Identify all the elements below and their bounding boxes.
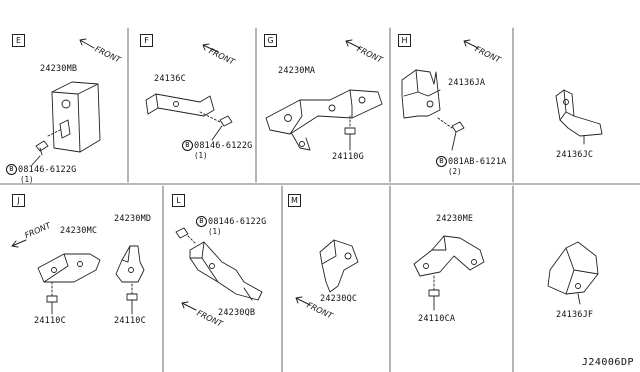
part-label-24230mb: 24230MB [40, 64, 78, 74]
panel-letter-e: E [12, 34, 25, 47]
panel-letter-h: H [398, 34, 411, 47]
part-label-24230qb: 24230QB [218, 308, 256, 318]
part-label-24230ma: 24230MA [278, 66, 316, 76]
bolt-label-24110c-b: 24110C [114, 316, 146, 326]
bolt-b-symbol: B [6, 164, 17, 175]
bolt-qty-l: (1) [208, 227, 222, 236]
bracket-24230me [413, 235, 485, 311]
part-label-24230qc: 24230QC [320, 294, 358, 304]
bracket-24230md [115, 245, 145, 315]
part-label-24136c: 24136C [154, 74, 186, 84]
panel-letter-g: G [264, 34, 277, 47]
bracket-24230qb [175, 227, 263, 301]
part-label-24136jc: 24136JC [556, 150, 594, 160]
part-label-24230mc: 24230MC [60, 226, 98, 236]
bracket-24136jc [555, 89, 603, 145]
bracket-24230mb [31, 81, 101, 166]
bracket-24136c [145, 93, 233, 141]
part-label-24136jf: 24136JF [556, 310, 594, 320]
bolt-b-symbol: B [182, 140, 193, 151]
bolt-b-symbol: B [436, 156, 447, 167]
part-label-24230me: 24230ME [436, 214, 474, 224]
panel-letter-j: J [12, 194, 25, 207]
bracket-24230mc [37, 253, 101, 315]
bolt-label-24110c-a: 24110C [34, 316, 66, 326]
panel-letter-l: L [172, 194, 185, 207]
bolt-part-e: 08146-6122G [18, 165, 77, 175]
bolt-b-symbol: B [196, 216, 207, 227]
bolt-qty-e: (1) [20, 175, 34, 184]
front-arrows [11, 38, 479, 311]
bolt-part-f: 08146-6122G [194, 141, 253, 151]
bolt-part-h: 081AB-6121A [448, 157, 507, 167]
bracket-24136ja [401, 69, 465, 151]
part-label-24136ja: 24136JA [448, 78, 486, 88]
bracket-24136jf [547, 241, 599, 305]
bolt-qty-f: (1) [194, 151, 208, 160]
bolt-part-l: 08146-6122G [208, 217, 267, 227]
bracket-24230ma [265, 89, 383, 151]
panel-letter-m: M [288, 194, 301, 207]
bracket-24230qc [319, 239, 359, 293]
bolt-label-24110ca: 24110CA [418, 314, 456, 324]
panel-grid [0, 27, 640, 372]
part-label-24230md: 24230MD [114, 214, 152, 224]
panel-letter-f: F [140, 34, 153, 47]
bolt-qty-h: (2) [448, 167, 462, 176]
diagram-code: J24006DP [581, 357, 634, 368]
bolt-label-24110g: 24110G [332, 152, 364, 162]
